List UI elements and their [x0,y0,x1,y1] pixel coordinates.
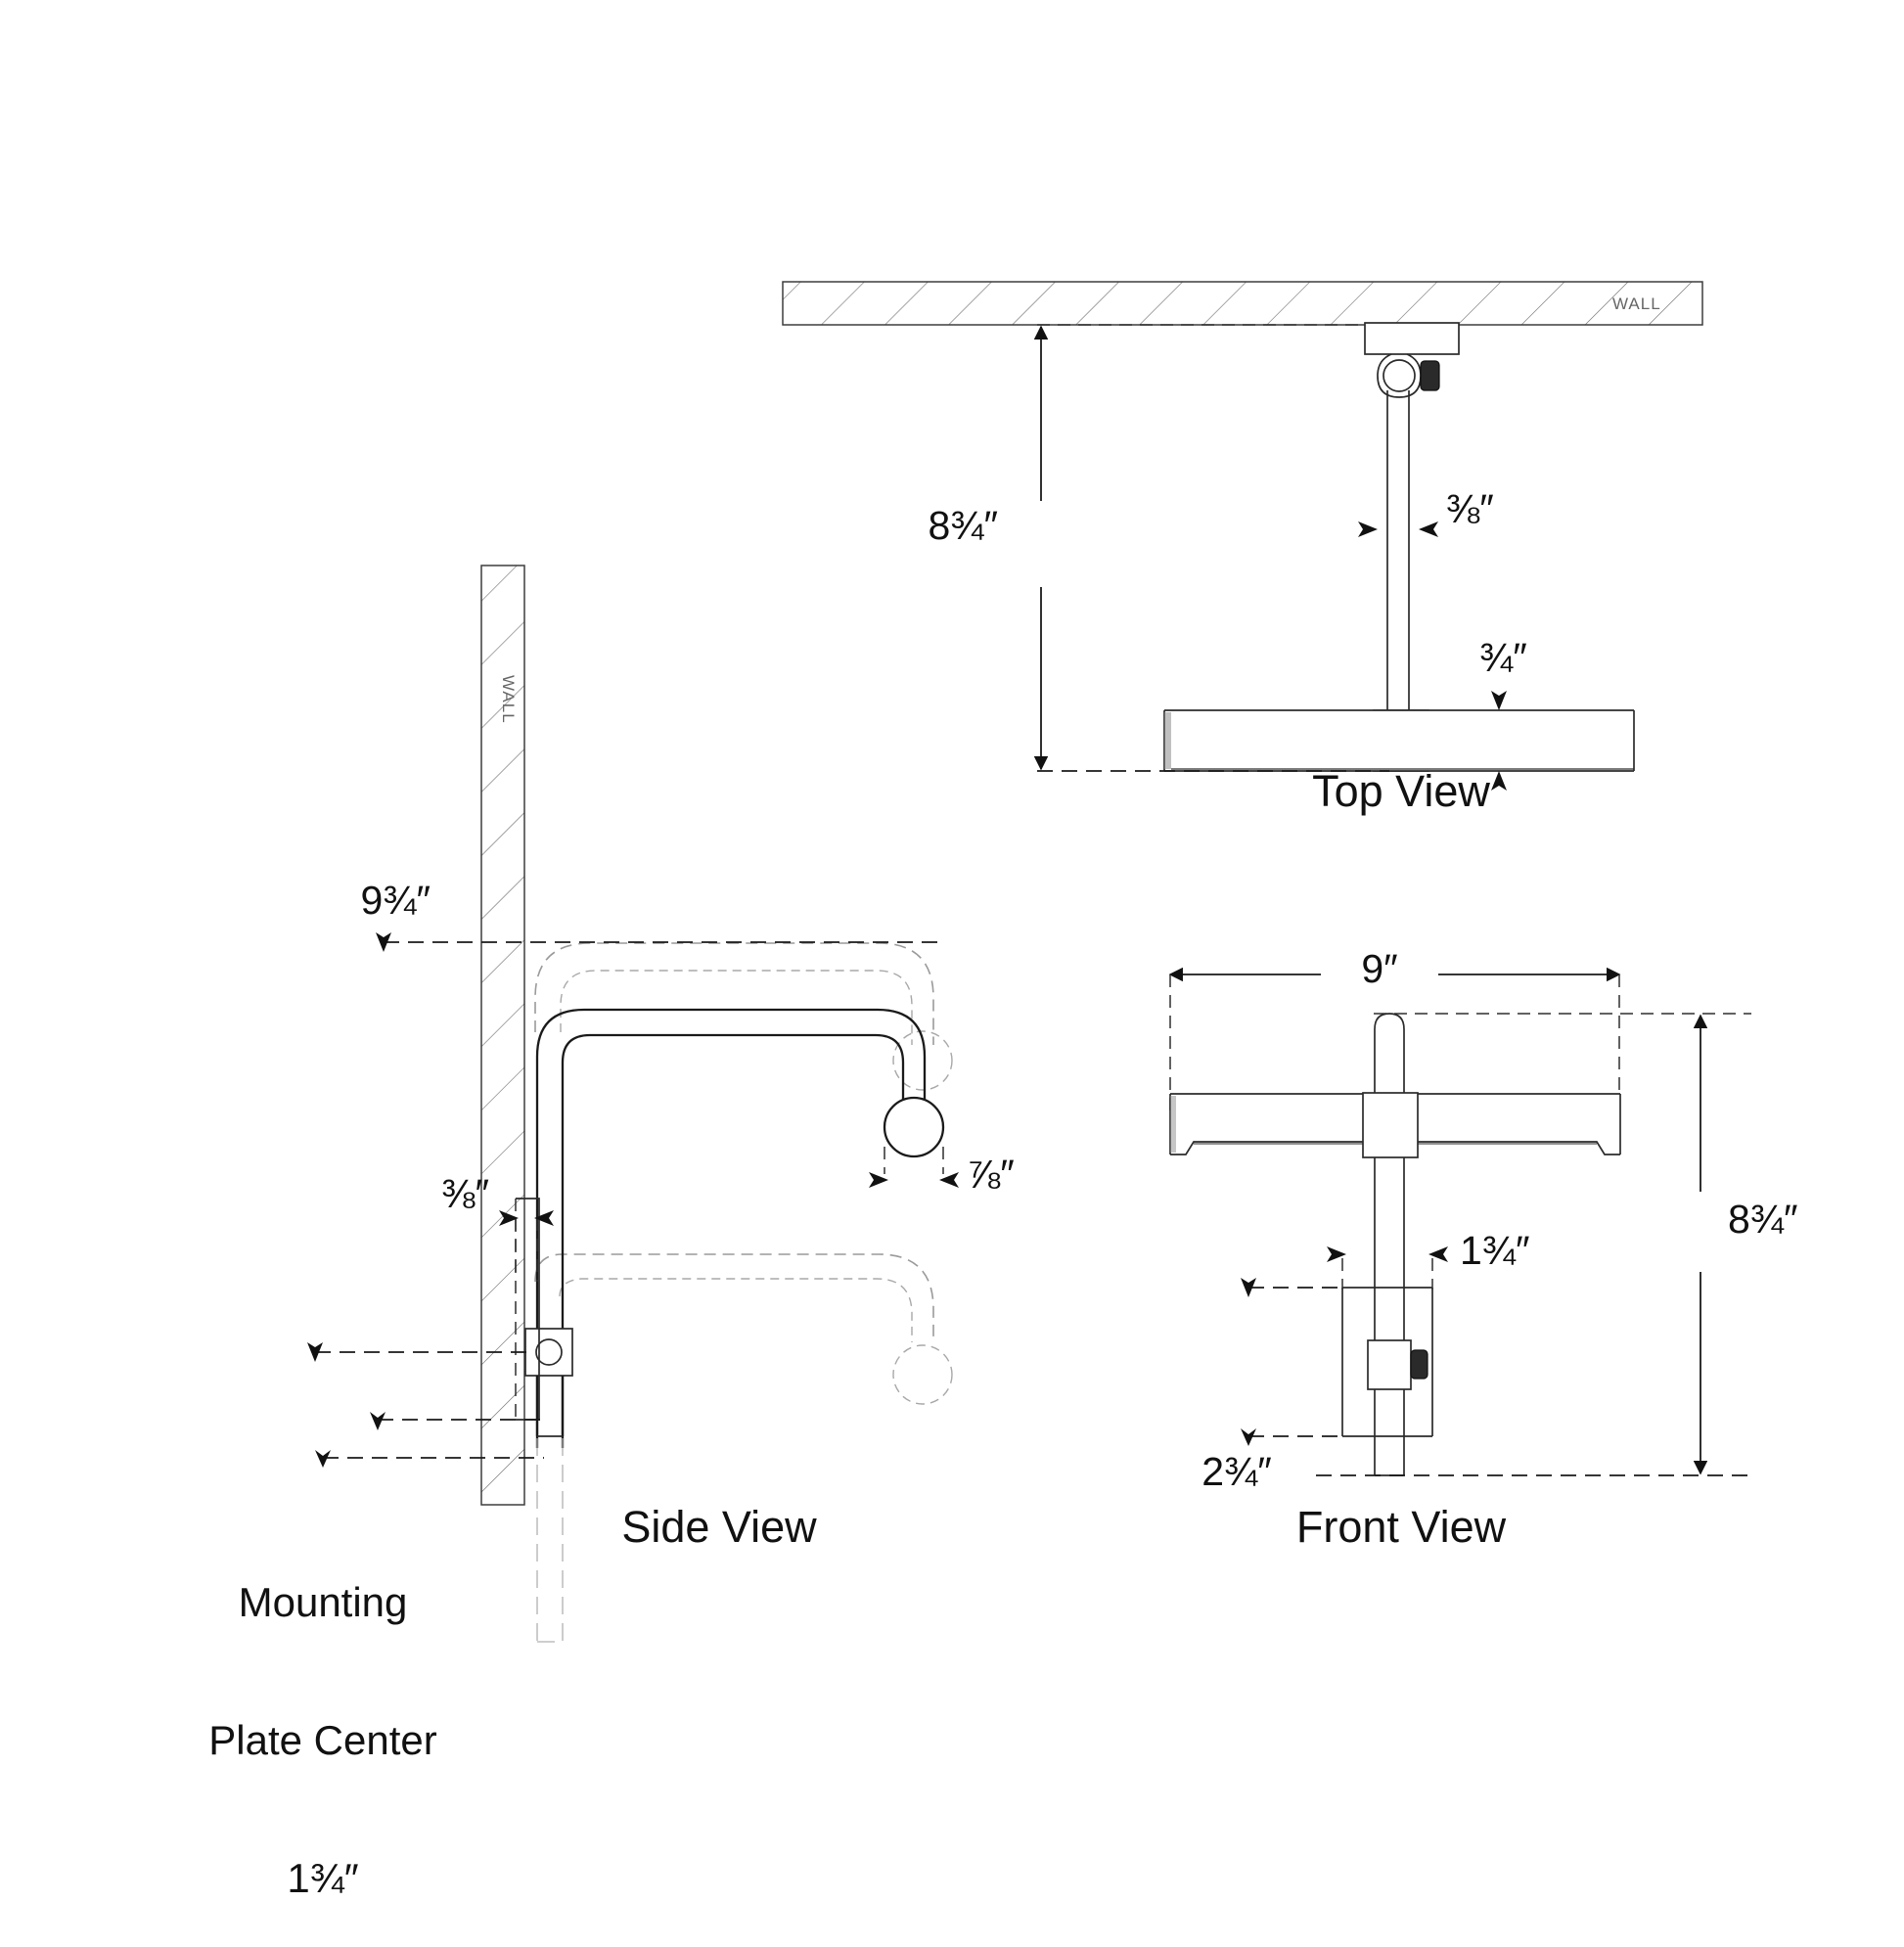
side-view-pivot-block [524,1328,573,1377]
view-label-top: Top View [1312,766,1490,816]
top-view-group: WALL [782,281,1703,791]
side-view-lamp-head [883,1096,945,1158]
dim-front-view-plate-width [1327,1246,1448,1290]
dim-side-view-projection [376,932,939,952]
top-view-swivel-joint [1377,353,1440,398]
side-view-group: WALL [307,565,959,1644]
front-view-group [1168,967,1751,1476]
top-view-set-screw [1420,360,1440,391]
view-label-side: Side View [621,1502,817,1552]
dim-mounting-plate-center [307,1342,544,1468]
front-view-stem-upper [1374,1013,1405,1115]
dim-label-top-view-bar-depth: ¾″ [1479,635,1527,680]
technical-drawing-canvas: WALL [307,281,1751,1644]
front-view-center-block [1362,1092,1419,1158]
side-view-ghost-arm-down [534,1253,953,1405]
dim-front-view-width [1168,967,1621,1115]
top-view-lamp-bar [1163,709,1635,772]
side-view-wall: WALL [480,565,525,1506]
side-view-arm [535,1008,927,1448]
dim-side-view-head-diameter [869,1147,959,1188]
top-view-mounting-plate [1364,322,1460,355]
top-view-stem [1386,390,1410,712]
dim-label-front-view-plate-width: 1¾″ [1460,1228,1530,1273]
mounting-plate-center-line2: Plate Center [208,1717,437,1764]
wall-label-top: WALL [1612,294,1661,313]
side-view-centerline [536,1438,564,1644]
view-label-front: Front View [1295,1502,1507,1552]
drawing-sheet: WALL [208,281,1798,1902]
dim-label-front-view-plate-height: 2¾″ [1201,1449,1272,1494]
mounting-plate-center-line1: Mounting [238,1579,408,1626]
front-view-mounting-plate [1341,1287,1433,1437]
front-view-set-screw [1410,1349,1428,1380]
front-view-switch-block [1367,1339,1428,1390]
dim-label-front-view-height: 8¾″ [1728,1197,1798,1242]
side-view-lower-post [535,1376,565,1437]
mounting-plate-center-label: Mounting Plate Center 1¾″ [208,1487,436,1947]
dim-label-front-view-width: 9″ [1361,946,1398,991]
wall-label-side: WALL [499,675,518,724]
mounting-plate-center-value: 1¾″ [287,1855,359,1902]
dim-label-side-view-stem-offset: ⅜″ [441,1171,489,1216]
dim-label-top-view-stem-width: ⅜″ [1446,486,1494,531]
top-view-wall: WALL [782,281,1703,326]
dim-label-side-view-projection: 9¾″ [360,878,431,923]
dim-top-view-bar-depth [1491,691,1507,791]
dim-label-side-view-head-diameter: ⅞″ [967,1152,1015,1197]
side-view-ghost-arm-up [534,942,953,1091]
dim-label-top-view-drop: 8¾″ [928,503,998,548]
dim-front-view-plate-height [1241,1278,1346,1446]
dim-top-view-stem-width [1358,521,1438,537]
dim-side-view-stem-offset [499,1210,554,1282]
